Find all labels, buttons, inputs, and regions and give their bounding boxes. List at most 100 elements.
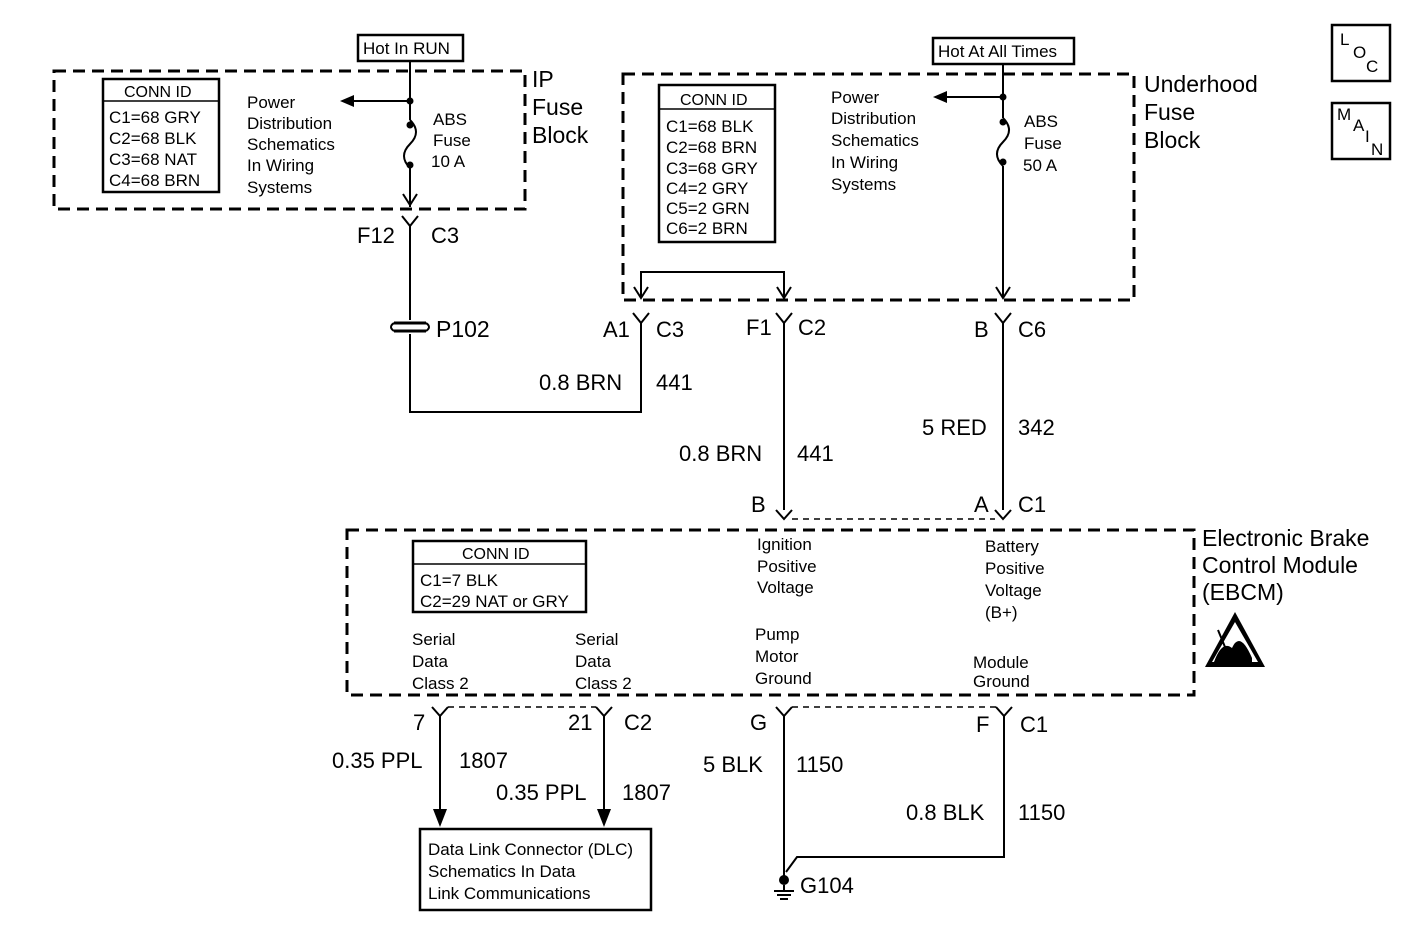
main-letter-n: N <box>1371 140 1383 159</box>
wire7-gauge-color: 0.8 BLK <box>906 800 985 825</box>
ebcm-connector-b <box>775 509 793 521</box>
underhood-pin-b: B <box>974 317 989 342</box>
ebcm-connector-a <box>994 509 1012 521</box>
ebcm-name-1: Electronic Brake <box>1202 525 1369 551</box>
ebcm: B A C1 Electronic Brake Control Module (… <box>345 492 1369 737</box>
underhood-connector-a1 <box>632 312 650 325</box>
serial1-label-2: Data <box>412 652 448 671</box>
underhood-pin-f1: F1 <box>746 315 772 340</box>
splice-label: P102 <box>436 316 490 342</box>
underhood-conn-id-1: C1=68 BLK <box>666 117 754 136</box>
underhood-fuse-block: Underhood Fuse Block CONN ID C1=68 BLK C… <box>621 71 1258 302</box>
wire5-circuit: 1807 <box>622 780 671 805</box>
wire7-circuit: 1150 <box>1018 800 1065 825</box>
ip-conn-id-2: C2=68 BLK <box>109 129 197 148</box>
underhood-connector-c3: C3 <box>656 317 684 342</box>
ebcm-connector-7 <box>431 706 449 718</box>
ip-fuse-label-2: Fuse <box>433 131 471 150</box>
ip-ref-line-3: Schematics <box>247 135 335 154</box>
esd-sensitive-icon <box>1205 612 1265 667</box>
ebcm-connector-g <box>775 706 793 718</box>
serial1-label-3: Class 2 <box>412 674 469 693</box>
ip-fuse-block-name-3: Block <box>532 122 589 148</box>
wire5-gauge-color: 0.35 PPL <box>496 780 587 805</box>
ebcm-conn-id-title: CONN ID <box>462 546 530 563</box>
ground-junction-dot <box>779 875 789 885</box>
ebcm-pin-7: 7 <box>413 710 425 735</box>
hot-at-all-times-box: Hot At All Times <box>931 36 1076 66</box>
module-ground-label-2: Ground <box>973 672 1030 691</box>
underhood-connector-c6: C6 <box>1018 317 1046 342</box>
ebcm-pin-g: G <box>750 710 767 735</box>
underhood-ref-line-2: Distribution <box>831 109 916 128</box>
lower-wiring: G104 <box>433 716 1005 900</box>
wire2-gauge-color: 0.8 BRN <box>679 441 762 466</box>
serial2-label-1: Serial <box>575 630 618 649</box>
wire1-gauge-color: 0.8 BRN <box>539 370 622 395</box>
underhood-connector-c2: C2 <box>798 315 826 340</box>
ebcm-connector-f <box>995 706 1013 718</box>
ignition-label-3: Voltage <box>757 578 814 597</box>
serial1-label-1: Serial <box>412 630 455 649</box>
ip-power-ref-arrow <box>340 95 354 107</box>
ground-label: G104 <box>800 873 854 898</box>
ip-fuse-label-3: 10 A <box>431 152 466 171</box>
wire6-gauge-color: 5 BLK <box>703 752 763 777</box>
underhood-pin-a1: A1 <box>603 317 630 342</box>
hot-in-run-box: Hot In RUN <box>356 33 465 63</box>
main-letter-i: I <box>1365 127 1370 146</box>
battery-label-1: Battery <box>985 537 1039 556</box>
serial2-label-2: Data <box>575 652 611 671</box>
underhood-conn-id-3: C3=68 GRY <box>666 159 758 178</box>
pump-label-2: Motor <box>755 647 799 666</box>
underhood-ref-line-3: Schematics <box>831 131 919 150</box>
ebcm-conn-id-1: C1=7 BLK <box>420 571 499 590</box>
underhood-conn-id-box: CONN ID C1=68 BLK C2=68 BRN C3=68 GRY C4… <box>657 83 777 244</box>
ip-conn-id-1: C1=68 GRY <box>109 108 201 127</box>
underhood-connector-b <box>994 312 1012 325</box>
wire3-circuit: 342 <box>1018 415 1055 440</box>
hot-at-all-times-label: Hot At All Times <box>938 42 1057 61</box>
underhood-fuse-block-outline <box>621 72 1136 302</box>
dlc-line-3: Link Communications <box>428 884 591 903</box>
ignition-label-1: Ignition <box>757 535 812 554</box>
underhood-fuse-output-arrow <box>995 286 1011 300</box>
main-button[interactable]: M A I N <box>1330 101 1392 161</box>
ebcm-pin-f: F <box>976 712 989 737</box>
underhood-conn-id-6: C6=2 BRN <box>666 219 748 238</box>
ip-conn-id-box: CONN ID C1=68 GRY C2=68 BLK C3=68 NAT C4… <box>101 77 221 194</box>
battery-label-3: Voltage <box>985 581 1042 600</box>
ebcm-connector-c1-bottom: C1 <box>1020 712 1048 737</box>
ignition-label-2: Positive <box>757 557 817 576</box>
ip-conn-id-4: C4=68 BRN <box>109 171 200 190</box>
loc-letter-o: O <box>1353 43 1366 62</box>
main-letter-m: M <box>1337 105 1351 124</box>
underhood-fuse-symbol <box>996 117 1010 167</box>
ebcm-conn-id-box: CONN ID C1=7 BLK C2=29 NAT or GRY <box>411 539 588 614</box>
wire4-circuit: 1807 <box>459 748 508 773</box>
ebcm-pin-b: B <box>751 492 766 517</box>
battery-label-2: Positive <box>985 559 1045 578</box>
wire6-circuit: 1150 <box>796 752 843 777</box>
ground-symbol <box>774 885 794 900</box>
ebcm-connector-21 <box>595 706 613 718</box>
ip-fuse-symbol <box>403 119 417 169</box>
serial1-arrow <box>433 809 447 827</box>
ip-fuse-circuit: F12 C3 P102 <box>340 61 642 413</box>
loc-button[interactable]: L O C <box>1330 23 1392 83</box>
dlc-line-1: Data Link Connector (DLC) <box>428 840 633 859</box>
ip-ref-line-4: In Wiring <box>247 156 314 175</box>
ip-fuse-output-arrow <box>402 193 418 207</box>
underhood-conn-id-5: C5=2 GRN <box>666 199 750 218</box>
ebcm-pin-a: A <box>974 492 989 517</box>
underhood-fuse-circuit: A1 C3 F1 C2 B C6 <box>603 64 1046 510</box>
ip-conn-id-3: C3=68 NAT <box>109 150 197 169</box>
ip-connector-f12 <box>401 215 419 228</box>
main-letter-a: A <box>1353 116 1365 135</box>
dlc-box[interactable]: Data Link Connector (DLC) Schematics In … <box>418 827 653 912</box>
underhood-ref-line-5: Systems <box>831 175 896 194</box>
ebcm-name-3: (EBCM) <box>1202 579 1284 605</box>
underhood-fuse-label-1: ABS <box>1024 112 1058 131</box>
hot-in-run-label: Hot In RUN <box>363 39 450 58</box>
